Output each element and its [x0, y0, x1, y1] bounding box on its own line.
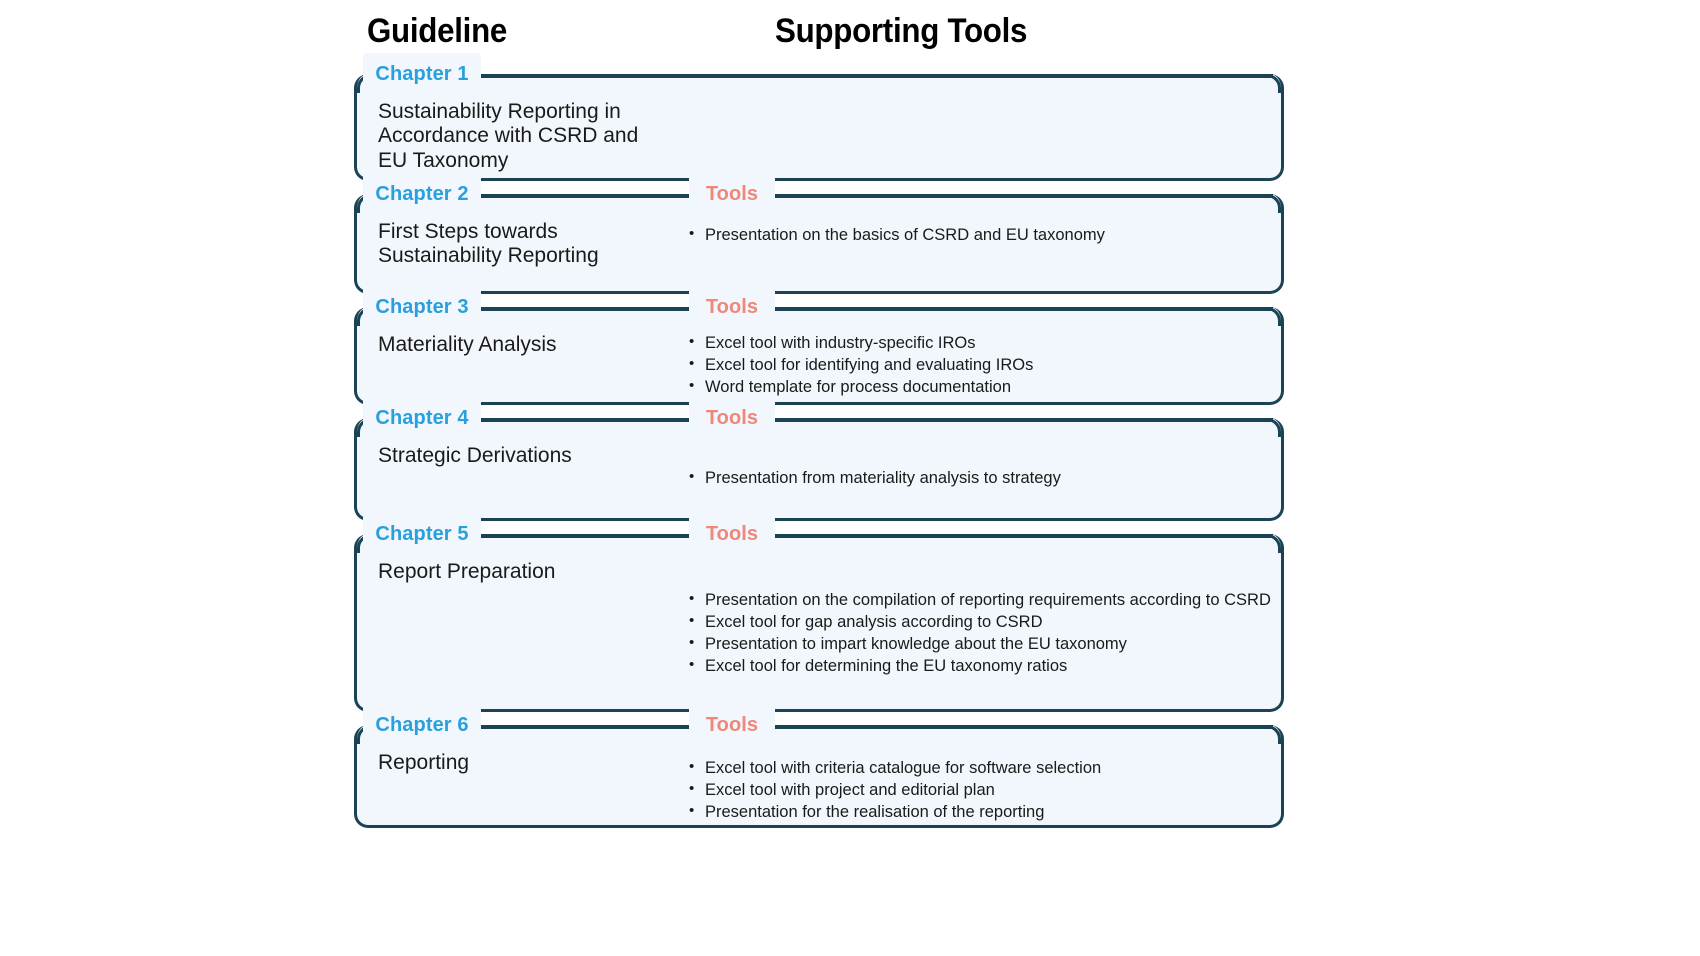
tools-list: Presentation on the basics of CSRD and E…	[689, 224, 1281, 247]
tools-column: Presentation from materiality analysis t…	[689, 418, 1281, 490]
tools-list: Excel tool with industry-specific IROsEx…	[689, 332, 1281, 399]
chapter-card-body: Report PreparationPresentation on the co…	[357, 534, 1281, 709]
chapter-card-frame: Chapter 1 Sustainability Reporting in Acc…	[354, 53, 1284, 181]
heading-guideline: Guideline	[367, 12, 508, 50]
tools-label: Tools	[689, 397, 775, 439]
chapter-label: Chapter 3	[363, 286, 481, 328]
tools-label: Tools	[689, 513, 775, 555]
chapter-card[interactable]: Chapter 1 Sustainability Reporting in Acc…	[354, 53, 1284, 181]
chapter-card-body: Reporting Excel tool with criteria catalo…	[357, 725, 1281, 825]
chapter-card-body: Materiality Analysis Excel tool with indu…	[357, 307, 1281, 402]
tools-list-item: Presentation to impart knowledge about t…	[689, 633, 1281, 656]
tools-list-item: Presentation on the basics of CSRD and E…	[689, 224, 1281, 247]
chapter-label: Chapter 4	[363, 397, 481, 439]
tools-list-item: Presentation on the compilation of repor…	[689, 589, 1281, 612]
chapter-label: Chapter 5	[363, 513, 481, 555]
tools-column: Presentation on the compilation of repor…	[689, 534, 1281, 678]
chapter-title: Sustainability Reporting in Accordance w…	[378, 100, 639, 172]
tools-column	[689, 74, 1281, 100]
tools-list-item: Presentation from materiality analysis t…	[689, 467, 1281, 490]
column-headings: Guideline Supporting Tools	[0, 6, 1700, 58]
chapter-label: Chapter 2	[363, 173, 481, 215]
chapter-label: Chapter 6	[363, 704, 481, 746]
tools-label: Tools	[689, 704, 775, 746]
tools-list-item: Excel tool with industry-specific IROs	[689, 332, 1281, 355]
tools-list: Excel tool with criteria catalogue for s…	[689, 757, 1281, 824]
chapter-card-body: First Steps towards Sustainability Repor…	[357, 194, 1281, 291]
tools-list: Presentation from materiality analysis t…	[689, 467, 1281, 490]
tools-list-item: Excel tool for identifying and evaluatin…	[689, 354, 1281, 377]
chapter-title: Reporting	[378, 751, 470, 774]
tools-list-item: Word template for process documentation	[689, 376, 1281, 399]
tools-list-item: Excel tool with criteria catalogue for s…	[689, 757, 1281, 780]
tools-label: Tools	[689, 286, 775, 328]
heading-supporting-tools: Supporting Tools	[775, 12, 1028, 50]
tools-list-item: Excel tool for gap analysis according to…	[689, 611, 1281, 634]
chapter-title: Report Preparation	[378, 560, 556, 583]
chapter-label: Chapter 1	[363, 53, 481, 95]
chapter-title: First Steps towards Sustainability Repor…	[378, 220, 599, 268]
tools-column: Excel tool with criteria catalogue for s…	[689, 725, 1281, 824]
tools-list-item: Excel tool with project and editorial pl…	[689, 779, 1281, 802]
tools-column: Excel tool with industry-specific IROsEx…	[689, 307, 1281, 399]
chapter-title: Strategic Derivations	[378, 444, 572, 467]
tools-list: Presentation on the compilation of repor…	[689, 589, 1281, 678]
tools-label: Tools	[689, 173, 775, 215]
chapter-card-body: Sustainability Reporting in Accordance w…	[357, 74, 1281, 178]
tools-list-item: Excel tool for determining the EU taxono…	[689, 655, 1281, 678]
tools-column: Presentation on the basics of CSRD and E…	[689, 194, 1281, 247]
chapter-title: Materiality Analysis	[378, 333, 557, 356]
chapter-stack: Chapter 1 Sustainability Reporting in Acc…	[354, 53, 1284, 841]
tools-list-item: Presentation for the realisation of the …	[689, 801, 1281, 824]
chapter-card-body: Strategic DerivationsPresentation from m…	[357, 418, 1281, 518]
